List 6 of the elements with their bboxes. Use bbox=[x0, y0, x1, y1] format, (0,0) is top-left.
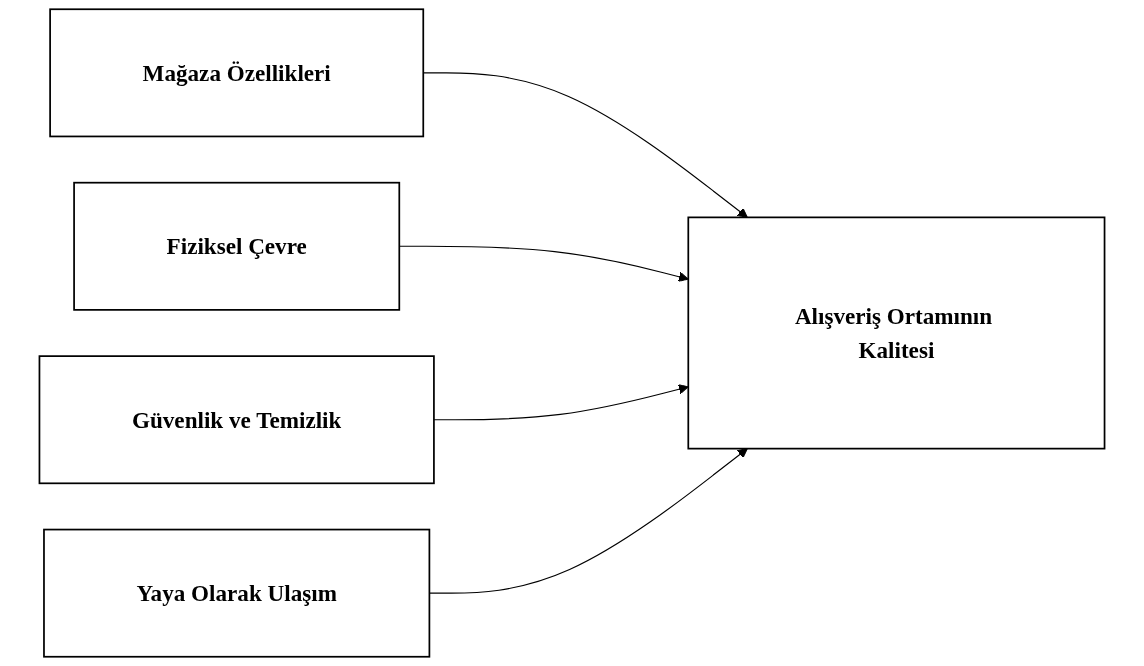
node-box: Yaya Olarak Ulaşım bbox=[43, 528, 431, 658]
node-box: Güvenlik ve Temizlik bbox=[38, 355, 435, 485]
node-box: Mağaza Özellikleri bbox=[49, 8, 425, 138]
node-box: Fiziksel Çevre bbox=[73, 181, 401, 311]
node-box: Alışveriş Ortamının Kalitesi bbox=[687, 216, 1106, 450]
arrow bbox=[433, 384, 689, 421]
